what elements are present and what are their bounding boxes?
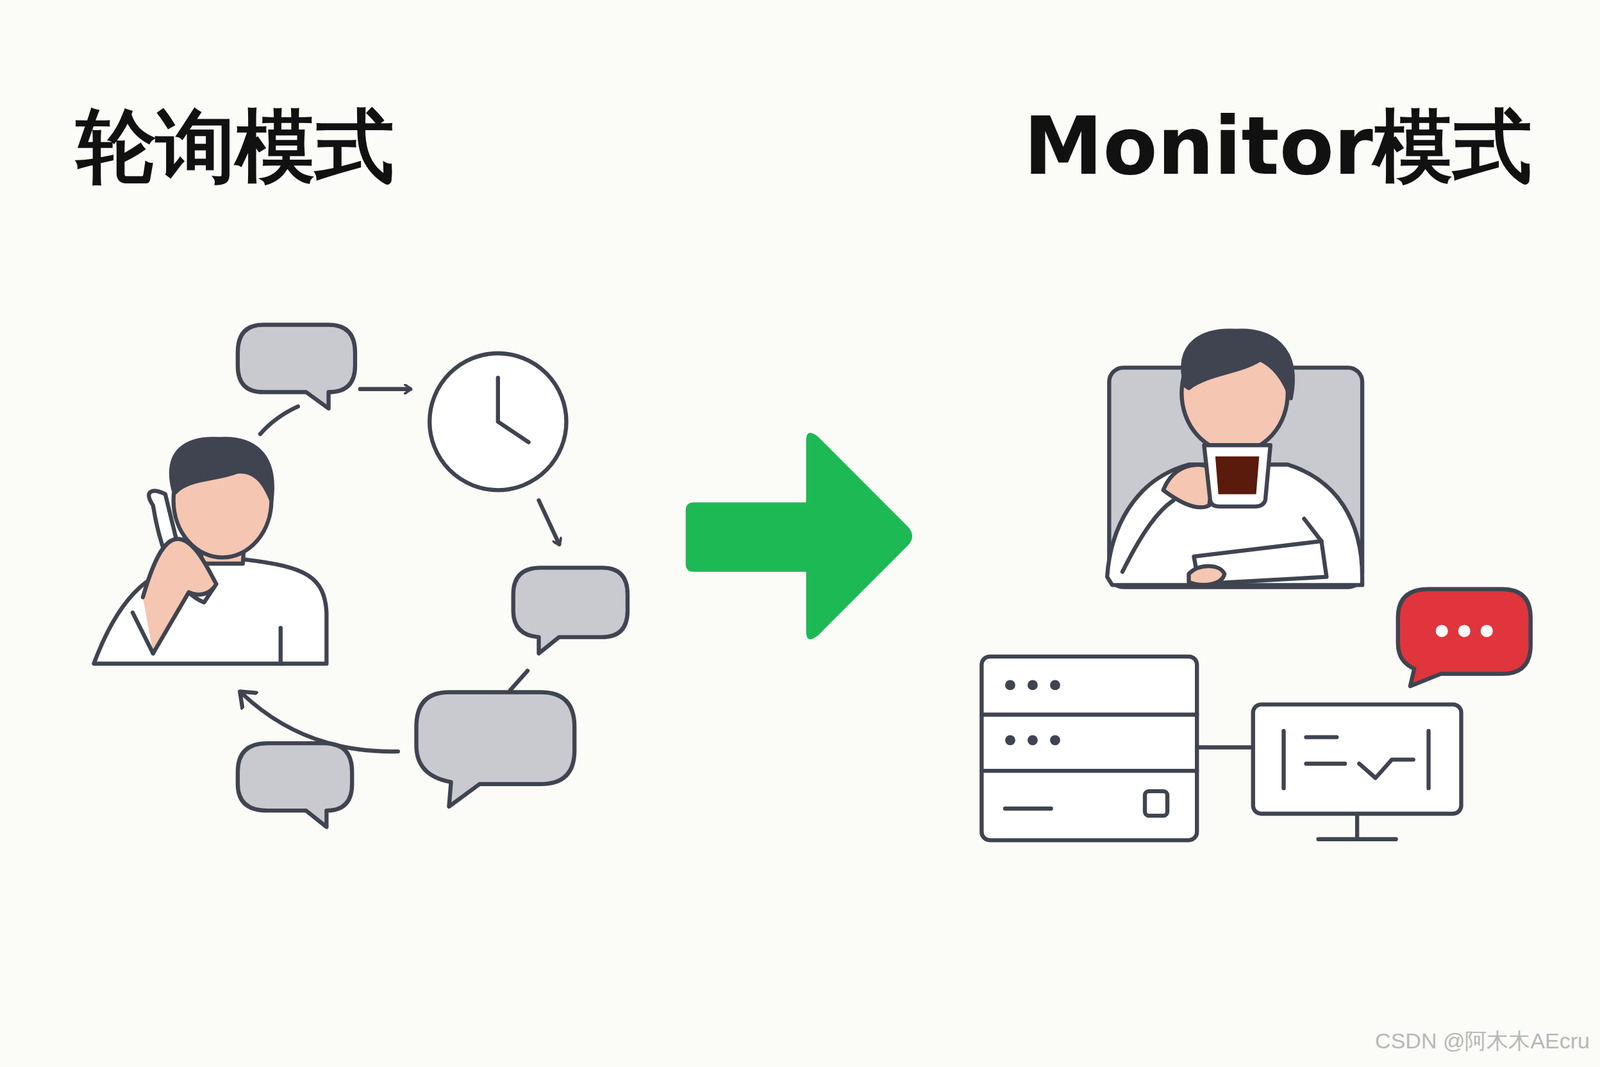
coffee-person <box>1107 330 1363 588</box>
transition-arrow <box>685 432 913 640</box>
cycle-arc <box>260 406 299 434</box>
left-title: 轮询模式 <box>76 102 395 190</box>
cable <box>1196 744 1254 749</box>
server <box>981 656 1197 841</box>
watermark: CSDN @阿木木AEcru <box>1375 1028 1590 1053</box>
monitor <box>1253 704 1462 840</box>
speech-bubbles <box>237 324 628 827</box>
clock <box>429 353 567 490</box>
phone-person <box>93 438 327 664</box>
right-title: Monitor模式 <box>1023 102 1533 190</box>
alert-bubble <box>1398 589 1531 686</box>
